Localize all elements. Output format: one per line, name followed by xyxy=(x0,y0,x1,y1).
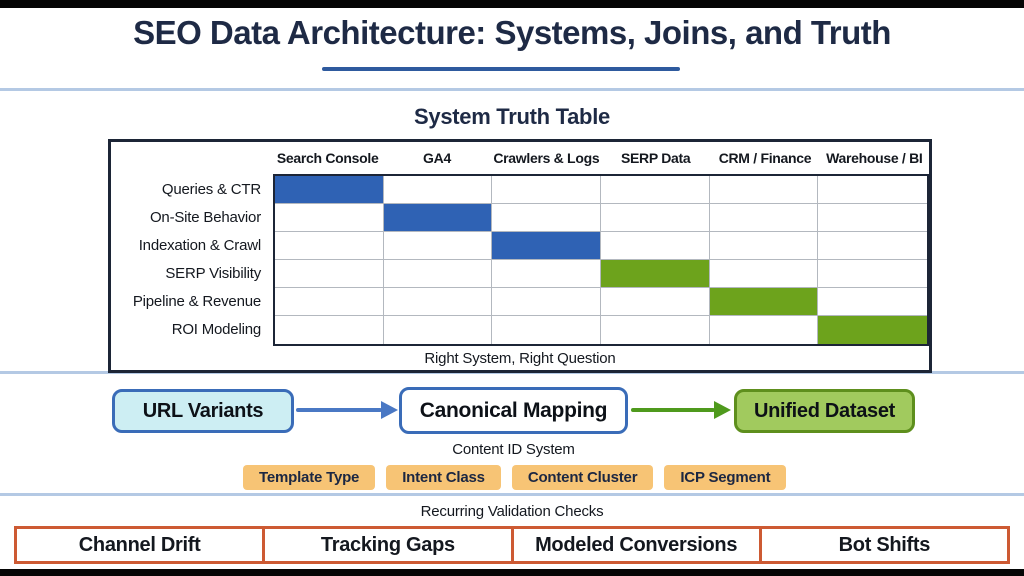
matrix-cell xyxy=(600,204,710,232)
validation-item-channel-drift: Channel Drift xyxy=(78,533,201,556)
row-label-queries-ctr: Queries & CTR xyxy=(161,181,261,198)
arrow-head xyxy=(714,401,731,419)
matrix-cell xyxy=(818,204,927,232)
validation-checks-row: Channel Drift Tracking Gaps Modeled Conv… xyxy=(14,526,1010,564)
arrow-line xyxy=(631,408,715,412)
matrix-cell xyxy=(710,316,819,344)
matrix-cell xyxy=(600,176,710,204)
system-truth-table: Search Console GA4 Crawlers & Logs SERP … xyxy=(108,139,932,373)
column-header-search-console: Search Console xyxy=(276,150,379,166)
content-id-system-label: Content ID System xyxy=(452,441,575,458)
matrix-cell xyxy=(709,204,819,232)
matrix-cell xyxy=(383,176,493,204)
badge-content-cluster: Content Cluster xyxy=(511,465,654,490)
matrix-cell-filled xyxy=(492,232,601,260)
flow-node-unified-dataset: Unified Dataset xyxy=(734,389,915,433)
matrix-cell xyxy=(275,204,384,232)
matrix-cell xyxy=(383,288,493,316)
truth-table-column-headers: Search Console GA4 Crawlers & Logs SERP … xyxy=(111,142,929,174)
matrix-cell xyxy=(275,316,384,344)
validation-heading: Recurring Validation Checks xyxy=(420,503,604,520)
section-divider xyxy=(0,88,1024,91)
matrix-cell xyxy=(383,232,493,260)
column-header-crm-finance: CRM / Finance xyxy=(718,150,812,166)
validation-item-modeled-conversions: Modeled Conversions xyxy=(510,529,759,561)
matrix-cell-filled xyxy=(818,316,927,344)
truth-table-row-labels: Queries & CTR On-Site Behavior Indexatio… xyxy=(111,174,273,346)
matrix-cell xyxy=(601,316,710,344)
letterbox-top xyxy=(0,0,1024,8)
classification-badges: Template Type Intent Class Content Clust… xyxy=(243,465,787,490)
column-header-crawlers-logs: Crawlers & Logs xyxy=(493,150,600,166)
column-header-serp-data: SERP Data xyxy=(620,150,691,166)
matrix-cell xyxy=(709,232,819,260)
matrix-cell xyxy=(818,176,927,204)
validation-item-tracking-gaps: Tracking Gaps xyxy=(262,529,510,561)
matrix-cell xyxy=(383,260,493,288)
matrix-cell xyxy=(492,176,601,204)
matrix-cell xyxy=(818,288,927,316)
section-divider xyxy=(0,493,1024,496)
matrix-cell xyxy=(275,232,384,260)
matrix-cell-filled xyxy=(709,288,819,316)
validation-item-bot-shifts: Bot Shifts xyxy=(758,529,1007,561)
matrix-cell xyxy=(600,288,710,316)
matrix-cell xyxy=(275,288,384,316)
flow-node-canonical-mapping: Canonical Mapping xyxy=(399,387,628,434)
badge-icp-segment: ICP Segment xyxy=(664,465,787,490)
matrix-cell xyxy=(818,232,927,260)
flow-node-url-variants: URL Variants xyxy=(112,389,294,433)
matrix-cell-filled xyxy=(600,260,710,288)
column-header-ga4: GA4 xyxy=(423,150,451,166)
matrix-cell xyxy=(492,204,601,232)
title-underline xyxy=(322,67,680,71)
matrix-cell-filled xyxy=(275,176,384,204)
truth-table-heading: System Truth Table xyxy=(414,104,610,129)
matrix-cell-filled xyxy=(383,204,493,232)
column-header-warehouse-bi: Warehouse / BI xyxy=(826,150,923,166)
row-label-serp-visibility: SERP Visibility xyxy=(165,265,261,282)
truth-table-body: Queries & CTR On-Site Behavior Indexatio… xyxy=(111,174,929,346)
row-label-pipeline-revenue: Pipeline & Revenue xyxy=(132,293,261,310)
matrix-cell xyxy=(709,260,819,288)
matrix-cell xyxy=(818,260,927,288)
matrix-cell xyxy=(600,232,710,260)
matrix-cell xyxy=(275,260,384,288)
matrix-cell xyxy=(709,176,819,204)
row-label-onsite-behavior: On-Site Behavior xyxy=(149,209,261,226)
arrow-line xyxy=(296,408,382,412)
letterbox-bottom xyxy=(0,569,1024,576)
matrix-cell xyxy=(492,260,601,288)
arrow-head xyxy=(381,401,398,419)
row-label-indexation-crawl: Indexation & Crawl xyxy=(138,237,261,254)
row-label-roi-modeling: ROI Modeling xyxy=(171,321,262,338)
matrix-cell xyxy=(384,316,493,344)
matrix-cell xyxy=(492,316,601,344)
truth-table-matrix xyxy=(273,174,929,346)
page-title: SEO Data Architecture: Systems, Joins, a… xyxy=(133,14,891,51)
badge-intent-class: Intent Class xyxy=(386,465,501,490)
truth-table-caption: Right System, Right Question xyxy=(424,349,616,367)
matrix-cell xyxy=(492,288,601,316)
badge-template-type: Template Type xyxy=(243,465,376,490)
